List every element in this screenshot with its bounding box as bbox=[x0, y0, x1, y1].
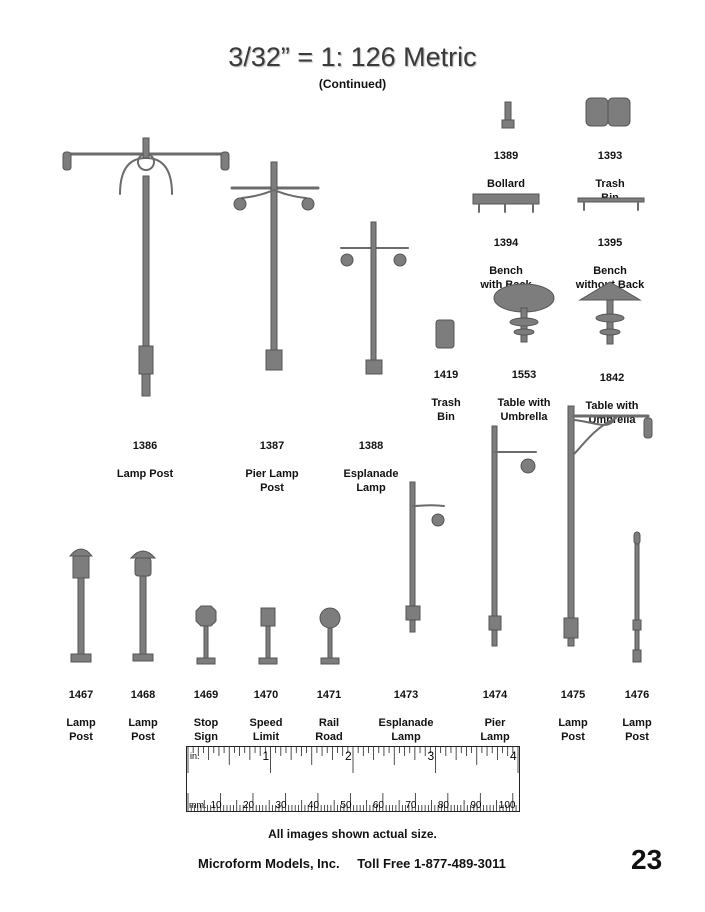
footer-company: Microform Models, Inc. bbox=[198, 856, 340, 871]
item-number: 1389 bbox=[493, 150, 519, 162]
item-caption-1553: 1553 Table with Umbrella bbox=[482, 354, 566, 424]
item-name: Table with Umbrella bbox=[497, 397, 551, 423]
bench-with-back-1394-image bbox=[472, 193, 540, 213]
item-number: 1393 bbox=[597, 150, 623, 162]
lamp-post-1467-image bbox=[68, 548, 94, 663]
item-caption-1419: 1419 Trash Bin bbox=[411, 354, 481, 424]
ruler-mm-label: 10 bbox=[210, 800, 222, 811]
item-number: 1473 bbox=[393, 689, 419, 701]
item-number: 1387 bbox=[259, 440, 285, 452]
item-caption-1473: 1473 Esplanade Lamp bbox=[370, 674, 442, 744]
item-caption-1387: 1387 Pier Lamp Post bbox=[232, 425, 312, 495]
ruler-mm-label: 60 bbox=[373, 800, 385, 811]
ruler-mm-label: 70 bbox=[405, 800, 417, 811]
esplanade-lamp-1473-image bbox=[405, 481, 445, 633]
actual-size-note: All images shown actual size. bbox=[268, 827, 437, 841]
item-name: Trash Bin bbox=[431, 397, 461, 423]
item-number: 1475 bbox=[560, 689, 586, 701]
lamp-post-1475-image bbox=[563, 405, 653, 647]
item-number: 1474 bbox=[482, 689, 508, 701]
page-number: 23 bbox=[631, 844, 663, 875]
item-number: 1386 bbox=[132, 440, 158, 452]
ruler-mm-label: 40 bbox=[308, 800, 320, 811]
bench-without-back-1395-image bbox=[577, 197, 645, 211]
esplanade-lamp-1388-image bbox=[340, 221, 409, 375]
ruler-mm-label: 30 bbox=[275, 800, 287, 811]
item-number: 1468 bbox=[130, 689, 156, 701]
page-subtitle: (Continued) bbox=[318, 77, 387, 91]
bollard-post-1389-image bbox=[501, 101, 515, 129]
lamp-post-1468-image bbox=[129, 550, 157, 662]
lamp-post-1476-image bbox=[632, 531, 642, 663]
item-caption-1393: 1393 Trash Bin bbox=[570, 135, 650, 205]
item-caption-1386: 1386 Lamp Post bbox=[105, 425, 185, 481]
pier-lamp-post-1387-image bbox=[230, 161, 320, 371]
ruler-inch-unit: in. bbox=[190, 751, 200, 761]
item-number: 1553 bbox=[511, 369, 537, 381]
ruler-inch-label: 4 bbox=[510, 749, 517, 763]
item-number: 1471 bbox=[316, 689, 342, 701]
item-number: 1388 bbox=[358, 440, 384, 452]
ruler-inch-label: 1 bbox=[263, 749, 270, 763]
stop-sign-1469-image bbox=[195, 605, 217, 665]
ruler-mm-label: 100 bbox=[499, 800, 516, 811]
trash-bin-1393-image bbox=[585, 97, 631, 127]
trash-bin-1419-image bbox=[435, 319, 455, 349]
ruler-mm-label: 80 bbox=[438, 800, 450, 811]
item-caption-1475: 1475 Lamp Post bbox=[543, 674, 603, 744]
footer: Microform Models, Inc. Toll Free 1-877-4… bbox=[198, 856, 506, 871]
item-number: 1469 bbox=[193, 689, 219, 701]
item-caption-1467: 1467 Lamp Post bbox=[51, 674, 111, 744]
item-caption-1388: 1388 Esplanade Lamp bbox=[331, 425, 411, 495]
item-name: Lamp Post bbox=[558, 717, 588, 743]
footer-toll-free: Toll Free 1-877-489-3011 bbox=[357, 856, 506, 871]
item-caption-1468: 1468 Lamp Post bbox=[113, 674, 173, 744]
item-name: Esplanade Lamp bbox=[343, 468, 399, 494]
speed-limit-sign-1470-image bbox=[258, 607, 278, 665]
ruler-inch-label: 3 bbox=[428, 749, 435, 763]
item-name: Esplanade Lamp bbox=[378, 717, 434, 743]
ruler-mm-unit: mm. bbox=[189, 800, 207, 810]
item-number: 1467 bbox=[68, 689, 94, 701]
rail-road-sign-1471-image bbox=[319, 607, 341, 665]
item-number: 1842 bbox=[599, 372, 625, 384]
item-number: 1395 bbox=[597, 237, 623, 249]
table-umbrella-1842-image bbox=[578, 281, 642, 345]
item-name: Lamp Post bbox=[622, 717, 652, 743]
pier-lamp-post-1474-image bbox=[488, 425, 537, 647]
item-number: 1419 bbox=[433, 369, 459, 381]
page-title: 3/32” = 1: 126 Metric bbox=[228, 42, 477, 72]
item-number: 1470 bbox=[253, 689, 279, 701]
table-umbrella-1553-image bbox=[493, 283, 555, 343]
item-caption-1476: 1476 Lamp Post bbox=[607, 674, 667, 744]
item-name: Pier Lamp Post bbox=[245, 468, 299, 494]
ruler: in. mm. 1 2 3 4 10 20 30 40 50 60 70 80 90 100 bbox=[186, 746, 520, 812]
item-name: Lamp Post bbox=[66, 717, 96, 743]
item-name: Lamp Post bbox=[116, 468, 174, 480]
lamp-post-1386-image bbox=[62, 137, 230, 397]
ruler-mm-label: 20 bbox=[243, 800, 255, 811]
item-number: 1476 bbox=[624, 689, 650, 701]
item-name: Stop Sign bbox=[193, 717, 219, 743]
item-number: 1394 bbox=[493, 237, 519, 249]
item-name: Lamp Post bbox=[128, 717, 158, 743]
ruler-mm-label: 90 bbox=[470, 800, 482, 811]
ruler-inch-label: 2 bbox=[345, 749, 352, 763]
ruler-mm-label: 50 bbox=[340, 800, 352, 811]
item-caption-1469: 1469 Stop Sign bbox=[176, 674, 236, 744]
item-caption-1394: 1394 Bench with Back bbox=[466, 222, 546, 292]
